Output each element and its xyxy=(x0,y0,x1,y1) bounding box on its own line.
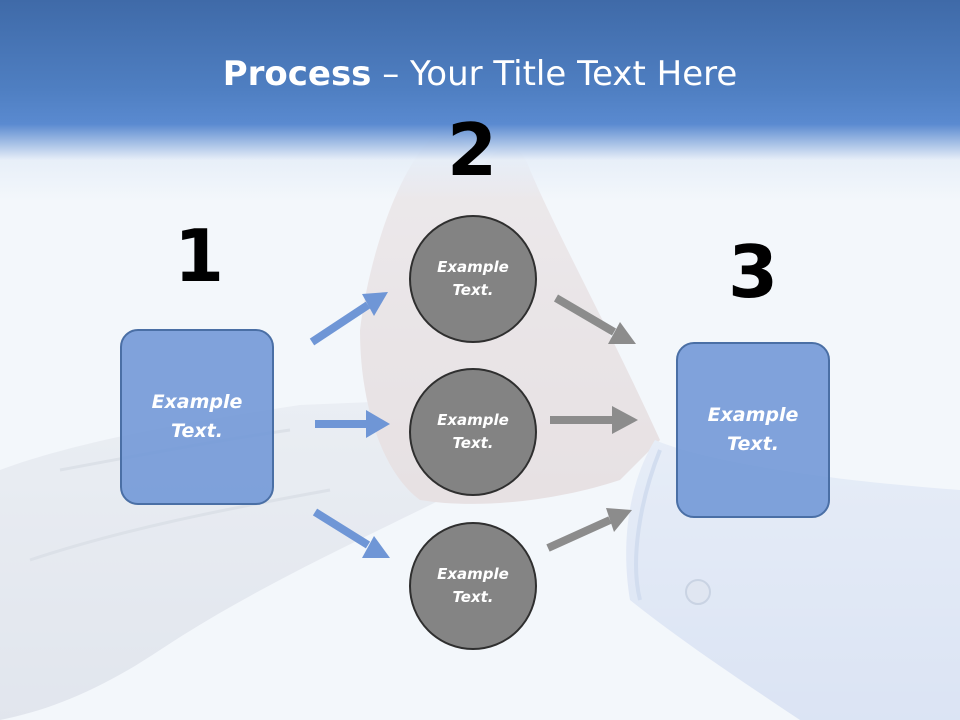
left-process-box: Example Text. xyxy=(120,329,274,505)
circle-bottom: Example Text. xyxy=(409,522,537,650)
right-process-box: Example Text. xyxy=(676,342,830,518)
step-number-2: 2 xyxy=(446,108,498,192)
step-number-1: 1 xyxy=(173,214,225,298)
page-title: Process – Your Title Text Here xyxy=(0,52,960,96)
title-bold: Process xyxy=(222,54,372,94)
step-number-3: 3 xyxy=(727,230,779,314)
circle-top: Example Text. xyxy=(409,215,537,343)
arrow-top-to-right-icon xyxy=(553,294,636,344)
circle-top-text: Example Text. xyxy=(437,258,509,299)
arrow-left-to-top-icon xyxy=(309,292,388,346)
arrow-left-to-middle-icon xyxy=(315,410,390,438)
circle-bottom-text: Example Text. xyxy=(437,565,509,606)
title-rest: – Your Title Text Here xyxy=(371,54,738,94)
left-box-text: Example Text. xyxy=(151,391,243,442)
header-band xyxy=(0,0,960,200)
circle-middle-text: Example Text. xyxy=(437,411,509,452)
right-box-text: Example Text. xyxy=(707,404,799,455)
arrow-bottom-to-right-icon xyxy=(546,508,632,552)
arrow-middle-to-right-icon xyxy=(550,406,638,434)
circle-middle: Example Text. xyxy=(409,368,537,496)
arrow-left-to-bottom-icon xyxy=(312,508,390,558)
